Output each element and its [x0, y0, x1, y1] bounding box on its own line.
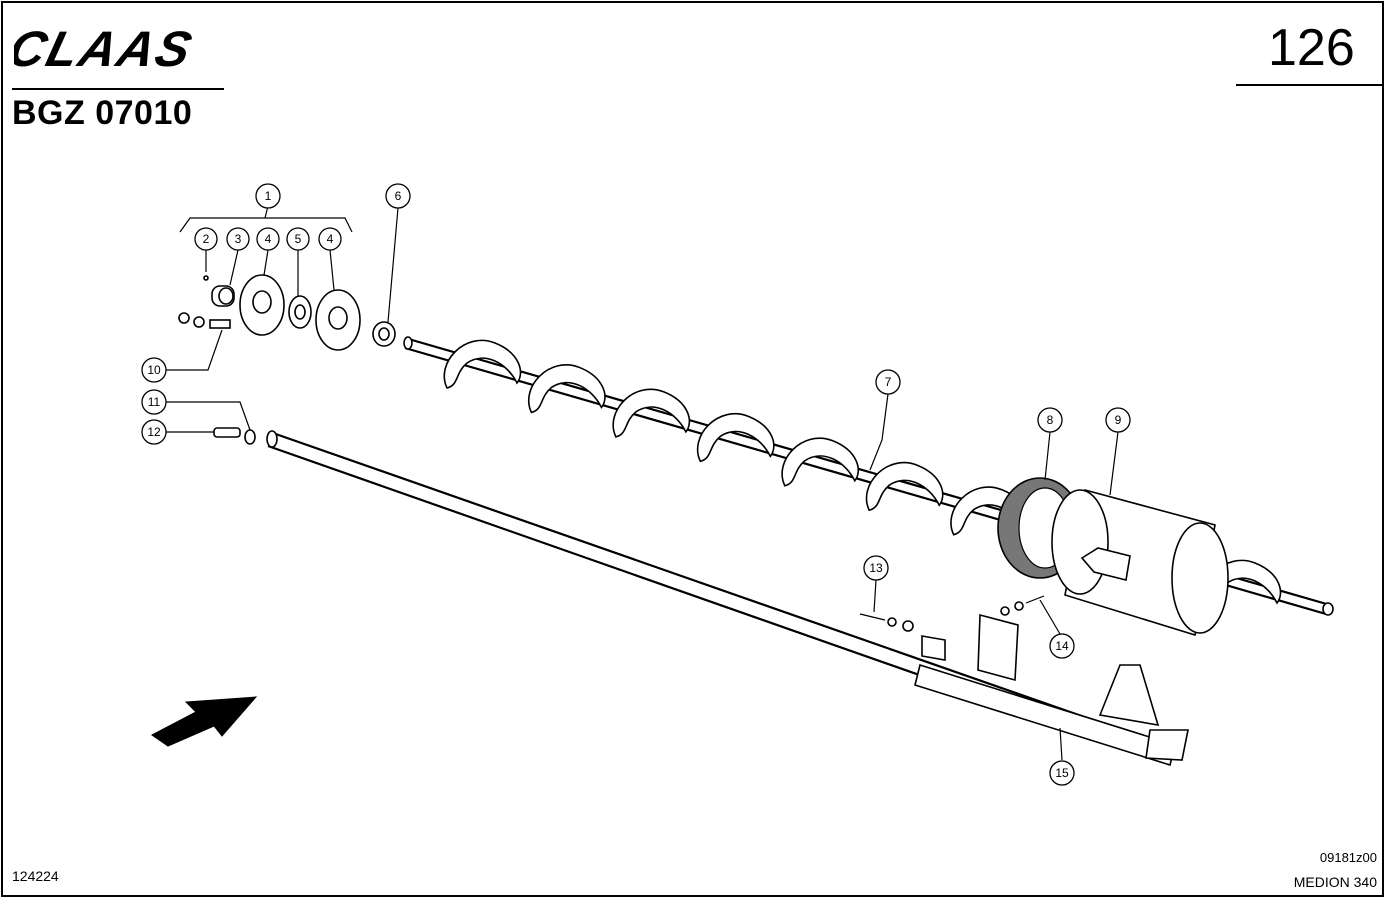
svg-text:14: 14: [1055, 639, 1069, 653]
logo-rule: [12, 88, 224, 90]
footer-drawing-code: 09181z00: [1319, 850, 1377, 865]
leader-lines: [166, 207, 1119, 761]
frame-beam: [914, 663, 1176, 767]
svg-text:1: 1: [265, 189, 272, 203]
callout-14: 14: [1049, 633, 1075, 659]
bearing-assembly-parts: [178, 274, 396, 445]
callout-5: 5: [286, 227, 310, 251]
part-13-bolt: [859, 613, 886, 621]
sleeve-and-tube: [997, 477, 1229, 637]
footer-left-code: 124224: [12, 868, 59, 884]
frame-plate: [977, 613, 1019, 682]
svg-text:3: 3: [235, 232, 242, 246]
svg-text:11: 11: [148, 395, 161, 409]
frame-bracket: [1098, 664, 1160, 727]
callout-3: 3: [226, 227, 250, 251]
svg-text:5: 5: [295, 232, 302, 246]
callout-11: 11: [141, 389, 167, 415]
callout-10: 10: [141, 357, 167, 383]
callout-8: 8: [1037, 407, 1063, 433]
auger-flight: [696, 413, 775, 463]
auger-shaft-end-left: [403, 336, 413, 350]
callout-6: 6: [385, 183, 411, 209]
svg-text:8: 8: [1047, 413, 1054, 427]
callout-9: 9: [1105, 407, 1131, 433]
part-13-washer: [887, 617, 897, 627]
part-15-frame: [914, 613, 1189, 767]
part-4-flange-right-hole: [328, 306, 348, 330]
part-9-tube-end-right: [1171, 522, 1229, 634]
svg-text:2: 2: [203, 232, 210, 246]
part-2-pin: [203, 275, 209, 281]
page-number-rule: [1236, 84, 1382, 86]
svg-text:4: 4: [265, 232, 272, 246]
lower-rod-end: [266, 430, 278, 448]
svg-text:4: 4: [327, 232, 334, 246]
auger-flight: [612, 388, 691, 438]
frame-tab: [921, 635, 946, 661]
part-9-tube-end-left: [1051, 489, 1109, 595]
svg-text:15: 15: [1055, 766, 1069, 780]
footer-model: MEDION 340: [1293, 874, 1377, 890]
part-14-nut: [1000, 606, 1010, 616]
part-10-nut: [178, 312, 190, 324]
part-10-bolt: [209, 319, 231, 329]
auger-flight: [781, 437, 860, 487]
auger-flight: [443, 339, 522, 389]
part-10-washer: [193, 316, 205, 328]
svg-text:9: 9: [1115, 413, 1122, 427]
part-4-flange-left-hole: [252, 290, 272, 314]
lower-rod-top: [269, 430, 1151, 742]
part-5-bearing-inner: [294, 304, 306, 320]
claas-logo-text: CLAAS: [14, 24, 199, 72]
part-14-bolt: [1025, 595, 1045, 604]
svg-text:7: 7: [885, 375, 892, 389]
callout-2: 2: [194, 227, 218, 251]
auger-flight: [528, 364, 606, 414]
hardware-13-14: [859, 595, 1045, 632]
frame-end-bracket: [1145, 729, 1189, 761]
claas-logo: CLAAS: [14, 24, 199, 72]
part-11-washer: [244, 429, 256, 445]
part-13-nut: [902, 620, 914, 632]
part-9-arrow-plate: [1080, 547, 1131, 581]
callout-15: 15: [1049, 760, 1075, 786]
doc-code: BGZ 07010: [12, 94, 193, 132]
part-3-collar-face: [218, 287, 234, 305]
part-12-bolt: [213, 427, 241, 438]
part-6-ring-inner: [378, 327, 390, 341]
callout-4a: 4: [256, 227, 280, 251]
callout-13: 13: [863, 555, 889, 581]
auger-shaft-end-right: [1322, 602, 1334, 616]
callout-7: 7: [875, 369, 901, 395]
callout-4b: 4: [318, 227, 342, 251]
page-number: 126: [1268, 19, 1355, 77]
part-14-washer: [1014, 601, 1024, 611]
svg-text:12: 12: [147, 425, 161, 439]
svg-text:6: 6: [395, 189, 402, 203]
callout-1: 1: [255, 183, 281, 209]
auger-flight: [865, 461, 944, 512]
svg-text:10: 10: [147, 363, 161, 377]
svg-text:13: 13: [869, 561, 883, 575]
callout-12: 12: [141, 419, 167, 445]
direction-arrow-icon: [151, 696, 258, 747]
